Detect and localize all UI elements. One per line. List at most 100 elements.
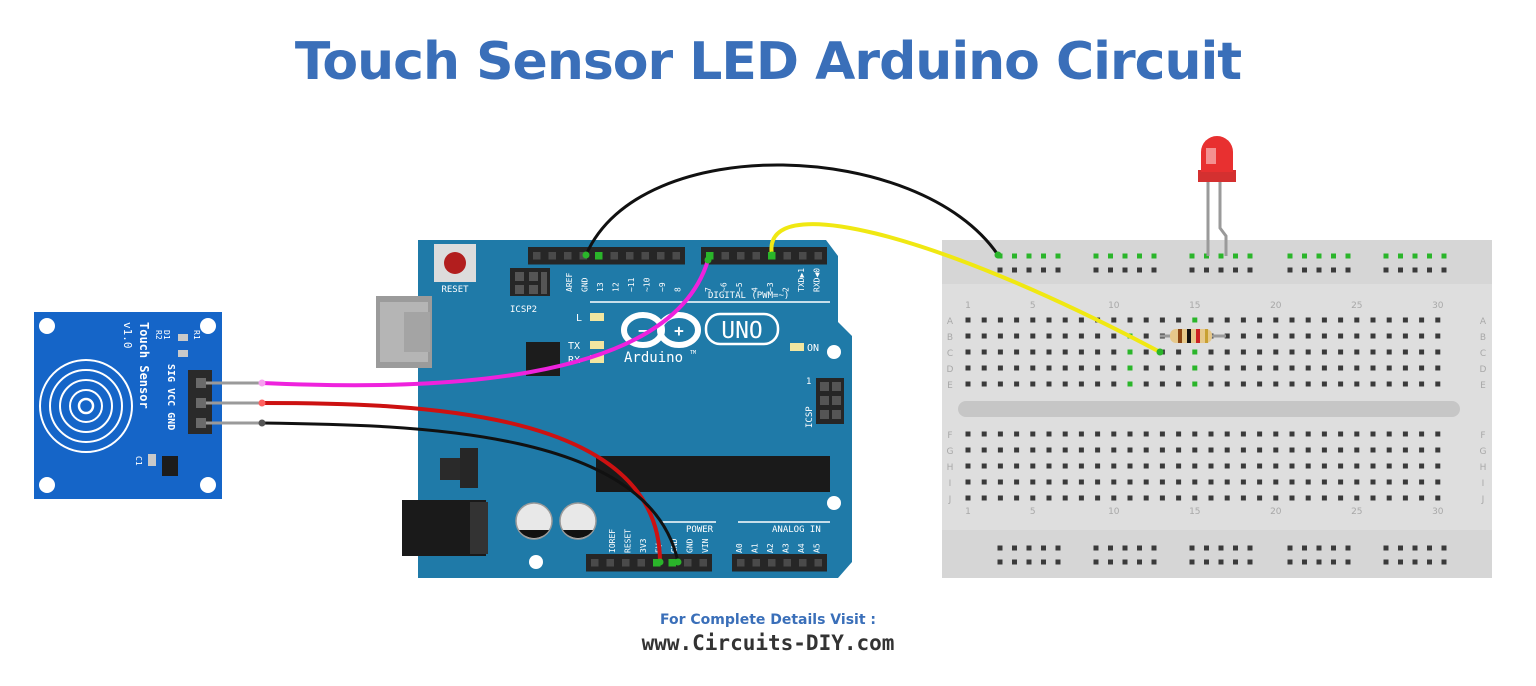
reset-button-cap[interactable] [444, 252, 466, 274]
breadboard-hole[interactable] [1435, 431, 1441, 437]
rail-hole[interactable] [1233, 559, 1238, 565]
breadboard-hole[interactable] [1208, 463, 1214, 469]
breadboard-hole[interactable] [1240, 479, 1246, 485]
breadboard-hole[interactable] [1321, 365, 1327, 371]
rail-hole[interactable] [1151, 267, 1157, 273]
breadboard-hole[interactable] [1402, 317, 1408, 323]
breadboard-hole[interactable] [1289, 365, 1295, 371]
breadboard-hole[interactable] [1305, 495, 1311, 501]
header-pin[interactable] [799, 252, 807, 260]
header-pin[interactable] [657, 252, 665, 260]
breadboard-hole[interactable] [1419, 381, 1425, 387]
breadboard-hole[interactable] [1111, 317, 1117, 323]
breadboard-hole[interactable] [965, 495, 971, 501]
breadboard-hole[interactable] [1046, 479, 1052, 485]
breadboard-hole[interactable] [1192, 381, 1198, 387]
header-pin[interactable] [595, 252, 603, 260]
rail-hole[interactable] [1441, 545, 1447, 551]
breadboard-hole[interactable] [997, 349, 1003, 355]
breadboard-hole[interactable] [1257, 447, 1263, 453]
rail-hole[interactable] [1316, 545, 1322, 551]
breadboard-hole[interactable] [1435, 349, 1441, 355]
rail-hole[interactable] [1247, 559, 1253, 565]
breadboard-hole[interactable] [1321, 447, 1327, 453]
breadboard-hole[interactable] [1386, 317, 1392, 323]
rail-hole[interactable] [1398, 559, 1403, 565]
breadboard-hole[interactable] [1111, 365, 1117, 371]
breadboard-hole[interactable] [1143, 447, 1149, 453]
header-pin[interactable] [606, 559, 615, 567]
breadboard-hole[interactable] [1240, 381, 1246, 387]
breadboard-hole[interactable] [1192, 495, 1198, 501]
rail-hole[interactable] [1026, 545, 1032, 551]
breadboard-hole[interactable] [1014, 317, 1020, 323]
breadboard-hole[interactable] [1046, 463, 1052, 469]
rail-hole[interactable] [1122, 559, 1128, 565]
breadboard-hole[interactable] [1127, 495, 1133, 501]
breadboard-hole[interactable] [1176, 495, 1182, 501]
breadboard-hole[interactable] [1370, 479, 1376, 485]
breadboard-hole[interactable] [1354, 333, 1360, 339]
breadboard-hole[interactable] [1240, 333, 1246, 339]
rail-hole[interactable] [1108, 253, 1113, 259]
breadboard-hole[interactable] [1321, 381, 1327, 387]
breadboard-hole[interactable] [1176, 365, 1182, 371]
breadboard-hole[interactable] [1111, 447, 1117, 453]
breadboard-hole[interactable] [1078, 447, 1084, 453]
breadboard-hole[interactable] [1435, 365, 1441, 371]
breadboard-hole[interactable] [1095, 333, 1101, 339]
rail-hole[interactable] [1108, 267, 1113, 273]
breadboard-hole[interactable] [1402, 333, 1408, 339]
rail-hole[interactable] [1093, 559, 1099, 565]
breadboard-hole[interactable] [981, 463, 987, 469]
rail-hole[interactable] [1302, 267, 1307, 273]
breadboard-hole[interactable] [1111, 495, 1117, 501]
breadboard-hole[interactable] [965, 381, 971, 387]
breadboard-hole[interactable] [1062, 381, 1068, 387]
breadboard-hole[interactable] [1305, 365, 1311, 371]
header-pin[interactable] [768, 559, 776, 567]
header-pin[interactable] [684, 559, 692, 567]
breadboard-hole[interactable] [1338, 381, 1344, 387]
rail-hole[interactable] [1316, 253, 1322, 259]
rail-hole[interactable] [1302, 559, 1307, 565]
rail-hole[interactable] [1041, 545, 1046, 551]
breadboard-hole[interactable] [1192, 447, 1198, 453]
breadboard-hole[interactable] [1030, 463, 1036, 469]
breadboard-hole[interactable] [1078, 463, 1084, 469]
rail-hole[interactable] [1055, 253, 1061, 259]
breadboard-hole[interactable] [1208, 365, 1214, 371]
rail-hole[interactable] [1233, 545, 1238, 551]
breadboard-hole[interactable] [1402, 479, 1408, 485]
breadboard-hole[interactable] [1143, 333, 1149, 339]
rail-hole[interactable] [1122, 545, 1128, 551]
breadboard-hole[interactable] [1354, 479, 1360, 485]
breadboard-hole[interactable] [1289, 479, 1295, 485]
breadboard-hole[interactable] [1143, 349, 1149, 355]
breadboard-hole[interactable] [1321, 333, 1327, 339]
rail-hole[interactable] [1412, 545, 1418, 551]
header-pin[interactable] [610, 252, 619, 260]
breadboard-hole[interactable] [981, 381, 987, 387]
breadboard-hole[interactable] [1224, 349, 1230, 355]
rail-hole[interactable] [1041, 253, 1046, 259]
rail-hole[interactable] [1204, 545, 1209, 551]
rail-hole[interactable] [1108, 545, 1113, 551]
header-pin[interactable] [752, 559, 761, 567]
breadboard-hole[interactable] [1386, 463, 1392, 469]
rail-hole[interactable] [1218, 267, 1224, 273]
breadboard-hole[interactable] [1402, 463, 1408, 469]
breadboard-hole[interactable] [1014, 381, 1020, 387]
breadboard-hole[interactable] [1386, 381, 1392, 387]
breadboard-hole[interactable] [1289, 431, 1295, 437]
breadboard-hole[interactable] [1257, 317, 1263, 323]
breadboard-hole[interactable] [981, 479, 987, 485]
breadboard-hole[interactable] [1095, 349, 1101, 355]
rail-hole[interactable] [1247, 267, 1253, 273]
breadboard-hole[interactable] [1386, 479, 1392, 485]
breadboard-hole[interactable] [1321, 349, 1327, 355]
breadboard-hole[interactable] [965, 333, 971, 339]
breadboard-hole[interactable] [1240, 447, 1246, 453]
breadboard-hole[interactable] [1062, 463, 1068, 469]
breadboard-hole[interactable] [981, 333, 987, 339]
